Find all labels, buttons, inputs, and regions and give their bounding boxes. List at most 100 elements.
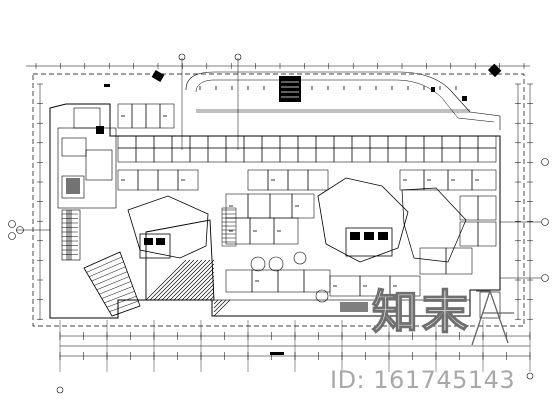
shop-unit	[405, 135, 425, 149]
hatch-line	[213, 299, 223, 309]
round-kiosk	[293, 251, 307, 265]
shop-unit	[137, 169, 159, 191]
shop-unit	[159, 103, 175, 129]
car-icon	[487, 63, 502, 78]
shop-unit	[225, 147, 245, 163]
watermark-id: ID: 161745143	[330, 366, 516, 394]
grid-axis-bubble-icon	[234, 53, 242, 61]
shop-unit	[459, 221, 479, 247]
shop-unit	[459, 135, 479, 149]
shop-unit	[297, 147, 317, 163]
shop-unit	[459, 147, 479, 163]
stair-lines-north	[281, 81, 299, 98]
grid-axis-bubble-icon	[541, 158, 549, 166]
shop-unit	[423, 147, 443, 163]
shop-unit	[369, 135, 389, 149]
shop-unit	[351, 135, 371, 149]
escalator-icon	[221, 207, 237, 247]
stair-block-north	[279, 76, 301, 102]
elevator-core-icon	[66, 178, 80, 194]
fan-stair	[83, 251, 141, 317]
fan-stair-step	[104, 291, 135, 304]
fan-stair-step	[111, 305, 141, 317]
shop-unit	[247, 193, 271, 219]
shop-unit	[279, 147, 299, 163]
shop-unit	[225, 269, 253, 293]
grid-axis-bubble-icon	[8, 220, 16, 228]
atrium-right-2	[401, 187, 467, 263]
escalator-frame	[221, 207, 237, 247]
hatch-line	[165, 259, 207, 301]
grid-axis-bubble-icon	[541, 218, 549, 226]
grid-axis-bubble-icon	[56, 386, 64, 394]
shop-unit	[153, 147, 173, 163]
shop-unit	[243, 147, 263, 163]
round-kiosk	[315, 289, 329, 303]
shop-unit	[117, 135, 137, 149]
hatch-line	[193, 279, 215, 301]
hatch-line	[185, 271, 215, 301]
shop-unit	[405, 147, 425, 163]
shop-unit	[369, 147, 389, 163]
hatch-line	[149, 259, 191, 301]
shop-unit	[303, 269, 331, 293]
shop-unit	[135, 135, 155, 149]
site-boundary-dashed	[32, 73, 525, 327]
elevator-core-icon	[345, 227, 393, 257]
shop-units	[117, 103, 497, 297]
shop-unit	[135, 147, 155, 163]
grid-axis-bubble-icon	[178, 53, 186, 61]
shop-unit	[207, 147, 227, 163]
round-kiosk	[268, 256, 284, 272]
dimension-chains	[26, 63, 533, 372]
hatch-line	[205, 291, 215, 301]
elevator-core-icon	[139, 233, 171, 259]
shop-unit	[333, 135, 353, 149]
shop-unit	[315, 147, 335, 163]
shop-unit	[171, 135, 191, 149]
shop-unit	[315, 135, 335, 149]
shop-unit	[287, 169, 309, 191]
escalator-rail	[66, 210, 72, 260]
shop-unit	[261, 135, 281, 149]
shop-unit	[387, 147, 407, 163]
hatch-line	[213, 299, 219, 305]
shop-unit	[117, 147, 137, 163]
hatch-line	[213, 299, 231, 317]
shop-unit	[277, 269, 305, 293]
fan-stair-step	[94, 271, 128, 286]
atrium-right	[317, 177, 409, 263]
grid-axis-bubble-icon	[526, 372, 534, 380]
watermark-logo-text: 知末	[371, 285, 472, 339]
shop-unit	[207, 135, 227, 149]
left-service-core	[57, 107, 117, 261]
hatch-line	[153, 259, 195, 301]
shop-unit	[273, 217, 299, 245]
grid-axis-bubble-icon	[541, 274, 549, 282]
hatch-line	[181, 267, 215, 301]
shop-unit	[291, 193, 315, 219]
fan-stair-step	[109, 300, 139, 312]
shop-unit	[189, 147, 209, 163]
watermark-logo	[471, 290, 514, 346]
shop-unit	[171, 147, 191, 163]
hatch-line	[145, 259, 187, 301]
shop-unit	[333, 147, 353, 163]
tree-mark	[462, 96, 467, 101]
site-road-curve	[185, 71, 501, 130]
atrium-left-hatch	[145, 259, 231, 317]
hatch-line	[173, 259, 215, 301]
shop-unit	[445, 247, 473, 275]
shop-unit	[307, 169, 329, 191]
shop-unit	[477, 221, 497, 247]
bottom-corridor	[211, 299, 471, 317]
fan-stair-step	[86, 256, 122, 273]
hatch-line	[189, 275, 215, 301]
shop-unit	[225, 135, 245, 149]
shop-unit	[477, 195, 497, 221]
grid-axis-bubble-icon	[8, 232, 16, 240]
bottom-shop-strip	[340, 302, 368, 312]
shop-unit	[279, 135, 299, 149]
hatch-line	[169, 259, 211, 301]
